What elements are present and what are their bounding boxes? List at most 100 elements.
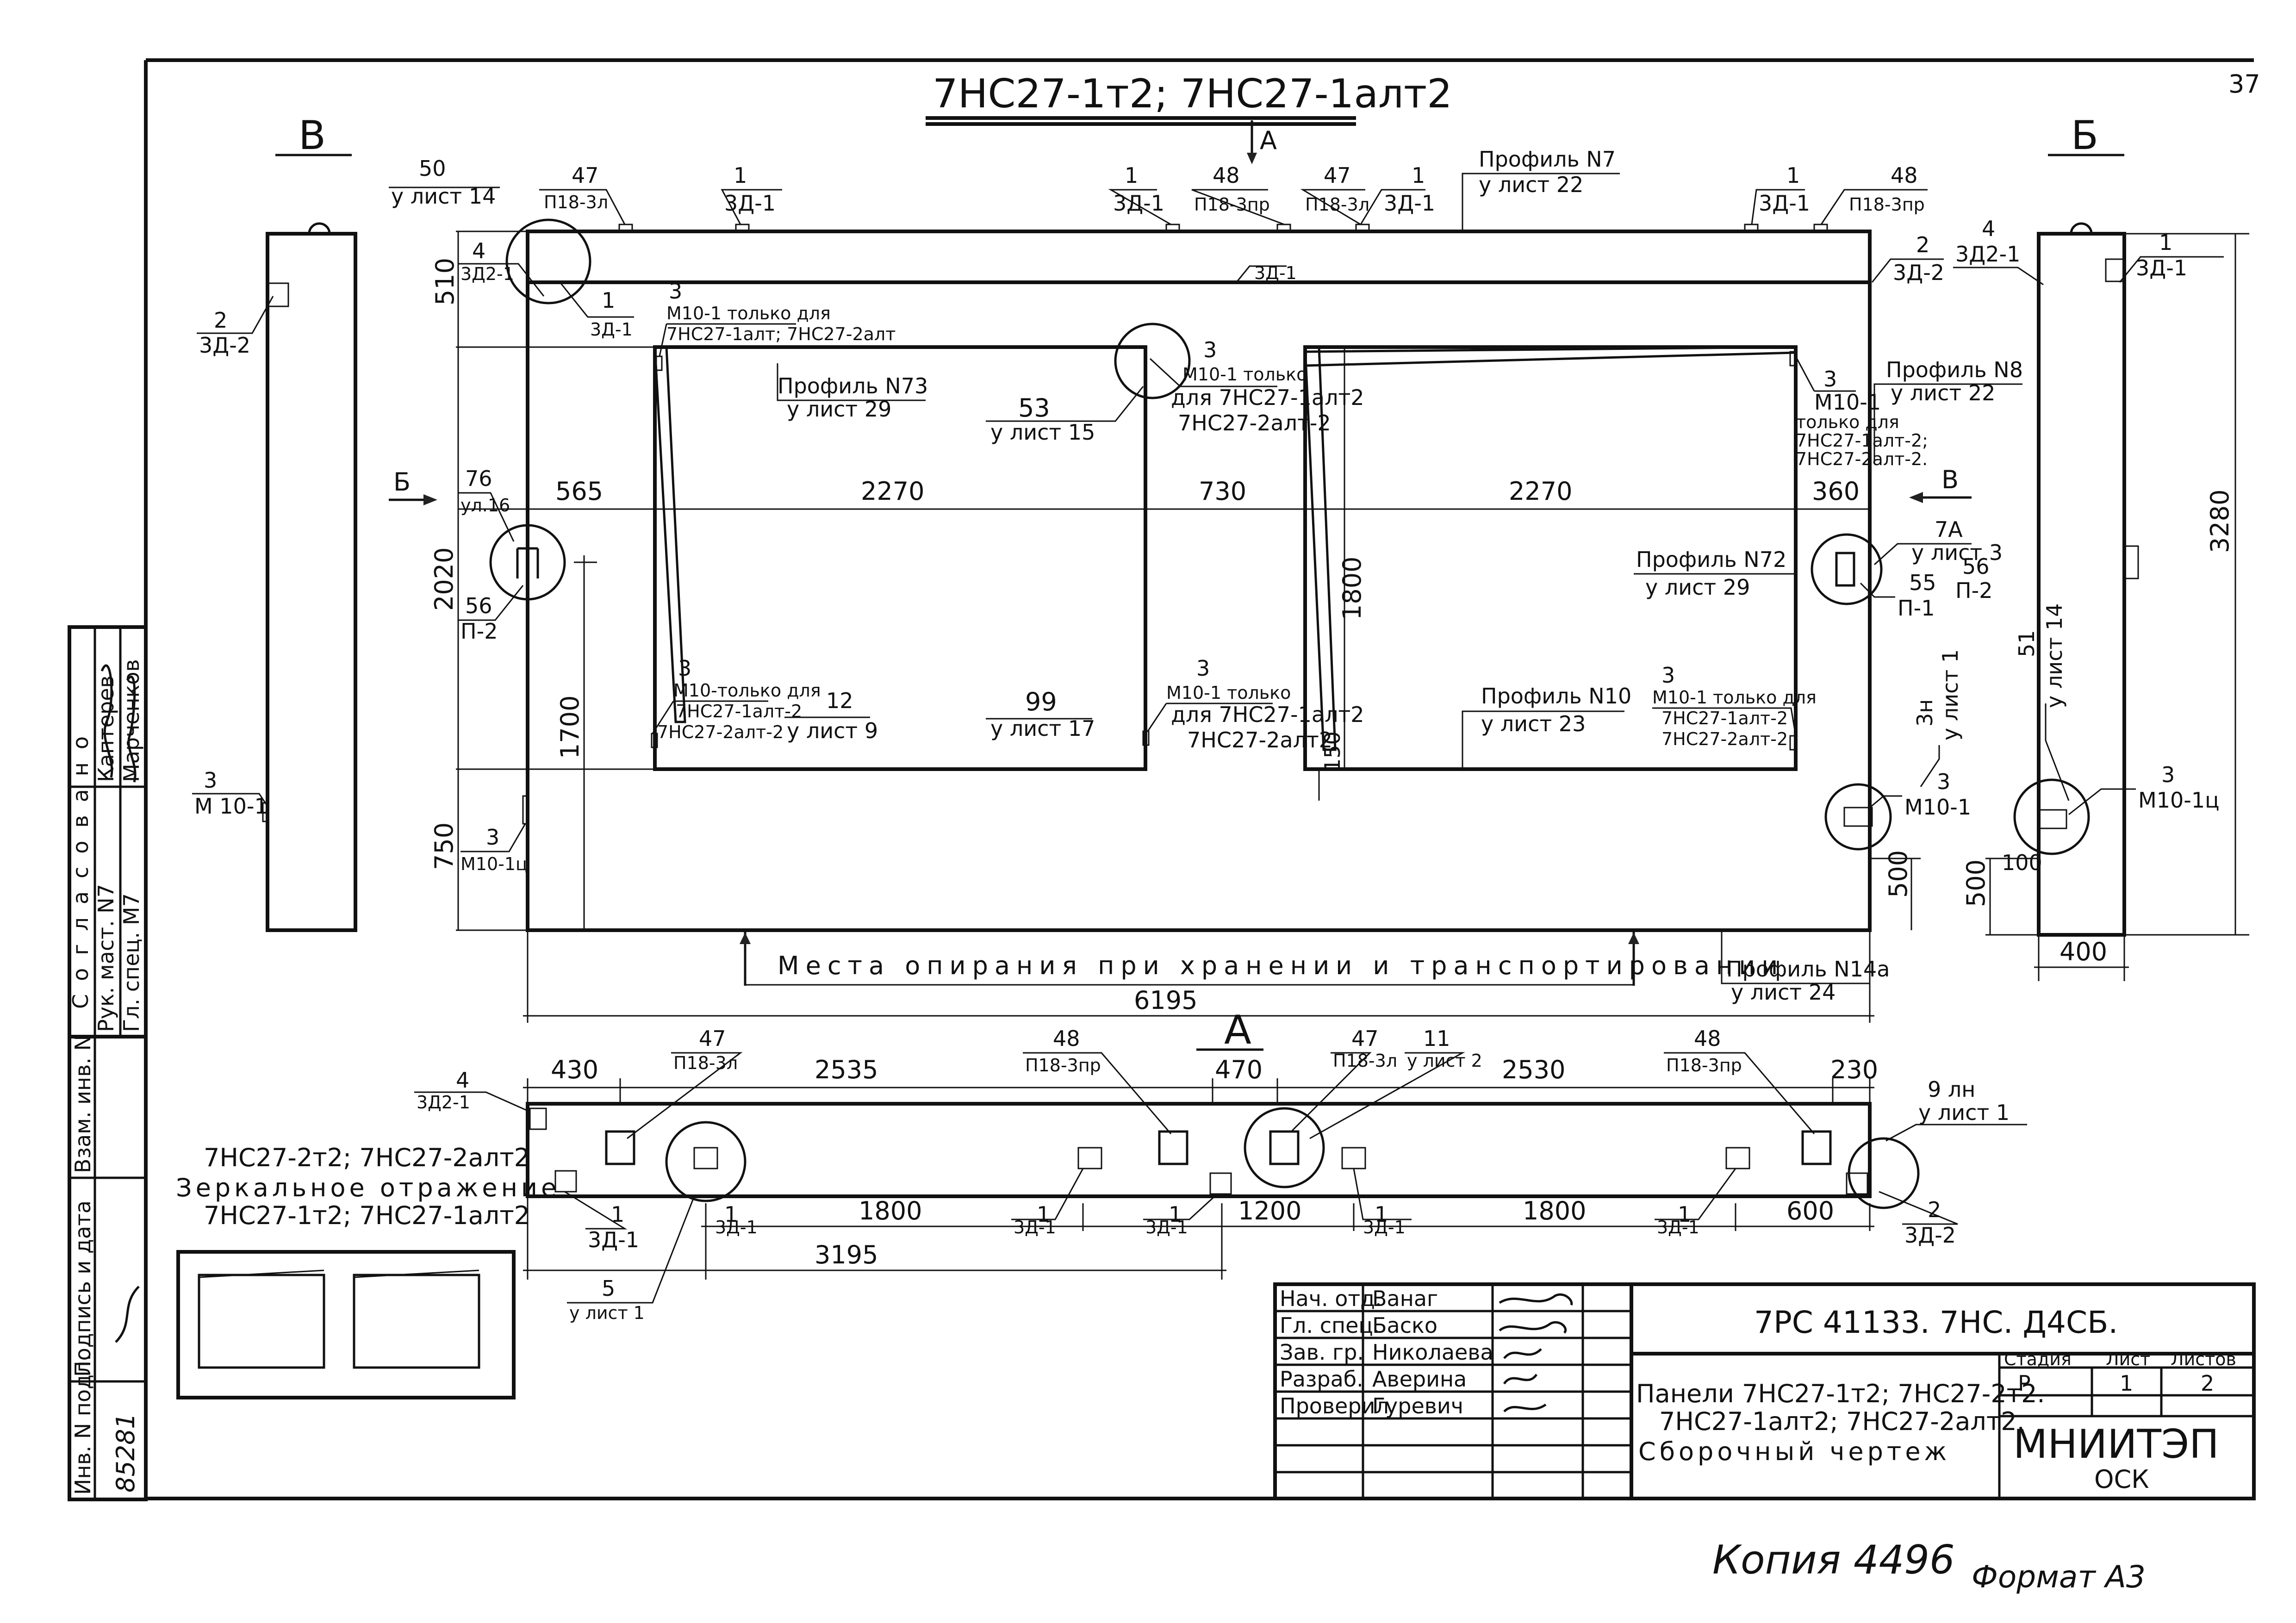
callout-99-num: 99 [1025, 687, 1057, 716]
callout-1a-num: 1 [734, 163, 747, 188]
approval-inv-value: 85281 [111, 1413, 140, 1492]
plan-callout-1a-code: 3Д-1 [588, 1227, 639, 1252]
plan-callout-5-ref: у лист 1 [569, 1303, 645, 1323]
tb-name-1: Баско [1372, 1313, 1437, 1338]
callout-3c-num: 3 [1823, 367, 1837, 392]
signature-icon [1503, 1348, 1542, 1359]
plan-callout-1f-num: 1 [1678, 1202, 1691, 1227]
plan-callout-2-num: 2 [1928, 1197, 1941, 1222]
socket-icon [1835, 552, 1855, 587]
callout-3g-num: 3 [486, 825, 499, 850]
plan-callout-11-ref: у лист 2 [1407, 1051, 1482, 1071]
detail-circle [489, 524, 566, 601]
signature-icon [115, 1286, 140, 1343]
plan-callout-1c-num: 1 [1037, 1202, 1050, 1227]
plan-dim-1800b: 1800 [1523, 1196, 1586, 1225]
callout-3h-ref: у лист 1 [1938, 649, 1963, 740]
callout-76-num: 76 [465, 466, 492, 491]
signature-icon [126, 675, 137, 783]
callout-3k-code: М10-1 [1904, 795, 1971, 820]
callout-3f-text2: 7НС27-1алт-2 [1661, 708, 1788, 728]
support-text: Места опирания при хранении и транспорти… [778, 951, 1784, 980]
title-block: Нач. отд. Ванаг Гл. спец. Баско Зав. гр.… [1273, 1282, 2256, 1500]
callout-4-code: 3Д2-1 [460, 264, 514, 284]
callout-1c-num: 1 [1412, 163, 1425, 188]
callout-3f-text3: 7НС27-2алт-2 [1661, 729, 1788, 749]
profile-7-title: Профиль N7 [1479, 147, 1616, 172]
callout-4-num: 4 [472, 238, 485, 263]
signature-icon [1503, 1403, 1547, 1412]
callout-50-num: 50 [419, 156, 446, 181]
callout-76-ref: ул.16 [460, 495, 510, 516]
callout-48b-num: 48 [1891, 163, 1918, 188]
callout-2-num: 2 [1916, 232, 1929, 257]
left-label-3-code: М 10-1 [194, 794, 268, 819]
dim-500-right: 500 [1884, 850, 1913, 898]
plan-callout-1b-code: 3Д-1 [715, 1217, 758, 1237]
plan-callout-1a-num: 1 [611, 1202, 624, 1227]
plan-title: А [1224, 1007, 1251, 1053]
plan-callout-47b-num: 47 [1351, 1026, 1379, 1051]
section-a-arrow [1247, 153, 1257, 164]
callout-1a-code: 3Д-1 [724, 191, 776, 216]
dim-2270-left: 2270 [861, 477, 924, 506]
lifting-loop-icon [308, 222, 331, 234]
section-b-arrow [423, 494, 437, 505]
plan-callout-1d-code: 3Д-1 [1145, 1217, 1188, 1237]
dim-150: 150 [1320, 731, 1345, 772]
callout-55-code: П-1 [1898, 596, 1935, 621]
callout-3g-code: М10-1ц [460, 854, 528, 874]
callout-47a-code: П18-3л [544, 192, 608, 212]
callout-56a-code: П-2 [460, 619, 498, 644]
tb-org: МНИИТЭП [2013, 1421, 2219, 1468]
tb-role-4: Проверил [1280, 1393, 1389, 1418]
profile-7-ref: у лист 22 [1479, 172, 1583, 197]
plan-callout-48a-code: П18-3пр [1025, 1055, 1101, 1076]
tb-name-line2: 7НС27-1алт2; 7НС27-2алт2. [1659, 1407, 2025, 1436]
callout-3b-text3: 7НС27-2алт-2 [1178, 410, 1331, 435]
callout-3c-text4: 7НС27-2алт-2. [1796, 449, 1928, 469]
callout-3a-text2: 7НС27-1алт; 7НС27-2алт [666, 324, 896, 344]
tb-name-3: Аверина [1372, 1367, 1467, 1392]
callout-55-num: 55 [1909, 570, 1936, 595]
embedded-plate-icon [2105, 258, 2125, 282]
dim-730: 730 [1199, 477, 1246, 506]
dim-750: 750 [429, 822, 459, 870]
detail-circle [665, 1121, 747, 1202]
callout-3k-num: 3 [1937, 769, 1950, 794]
callout-3d-text2: 7НС27-1алт-2 [676, 701, 802, 721]
plan-callout-9-ref: у лист 1 [1918, 1100, 2010, 1125]
approval-strip: Согласовано Рук. маст. N7 Каптерев Гл. с… [68, 625, 148, 1501]
dim-565: 565 [555, 477, 603, 506]
mirror-note: 7НС27-2т2; 7НС27-2алт2 Зеркальное отраже… [176, 1143, 560, 1399]
callout-3f-num: 3 [1661, 663, 1675, 688]
left-section-view: В 2 3Д-2 3 М 10-1 [192, 112, 357, 932]
lifting-loop-icon [1158, 1130, 1188, 1165]
plan-view: А 430 2535 470 2530 230 4 3Д2-1 [414, 1007, 2027, 1323]
callout-53-ref: у лист 15 [990, 420, 1095, 445]
plan-callout-1e-code: 3Д-1 [1363, 1217, 1406, 1237]
profile-72-title: Профиль N72 [1636, 547, 1786, 572]
tb-org-sub: ОСК [2094, 1465, 2149, 1494]
top-embedded-items [618, 224, 1828, 233]
mirror-note-line2: Зеркальное отражение [176, 1173, 560, 1202]
plan-callout-11-num: 11 [1423, 1026, 1450, 1051]
section-v-arrow [1909, 492, 1923, 503]
mirror-note-line3: 7НС27-1т2; 7НС27-1алт2 [204, 1201, 530, 1230]
tb-col-sheet: Лист [2106, 1349, 2150, 1369]
plan-callout-47b-code: П18-3л [1333, 1051, 1397, 1071]
callout-3d-text3: 7НС27-2алт-2 [657, 722, 784, 742]
profile-72-ref: у лист 29 [1645, 575, 1750, 600]
callout-1e-code: 3Д-1 [590, 319, 633, 340]
callout-3c-text2: только для [1796, 412, 1899, 432]
section-b-mark: Б [393, 467, 411, 497]
callout-3d-num: 3 [678, 656, 691, 681]
right-section-outline [2037, 232, 2126, 937]
callout-2-code: 3Д-2 [1893, 260, 1944, 285]
detail-circle [1244, 1107, 1325, 1188]
dim-6195: 6195 [1134, 986, 1197, 1015]
plan-dim-230: 230 [1830, 1055, 1878, 1084]
lifting-loop-icon [1269, 1130, 1300, 1165]
profile-14-title: Профиль N14а [1726, 957, 1890, 982]
lifting-loop-icon [605, 1130, 635, 1165]
